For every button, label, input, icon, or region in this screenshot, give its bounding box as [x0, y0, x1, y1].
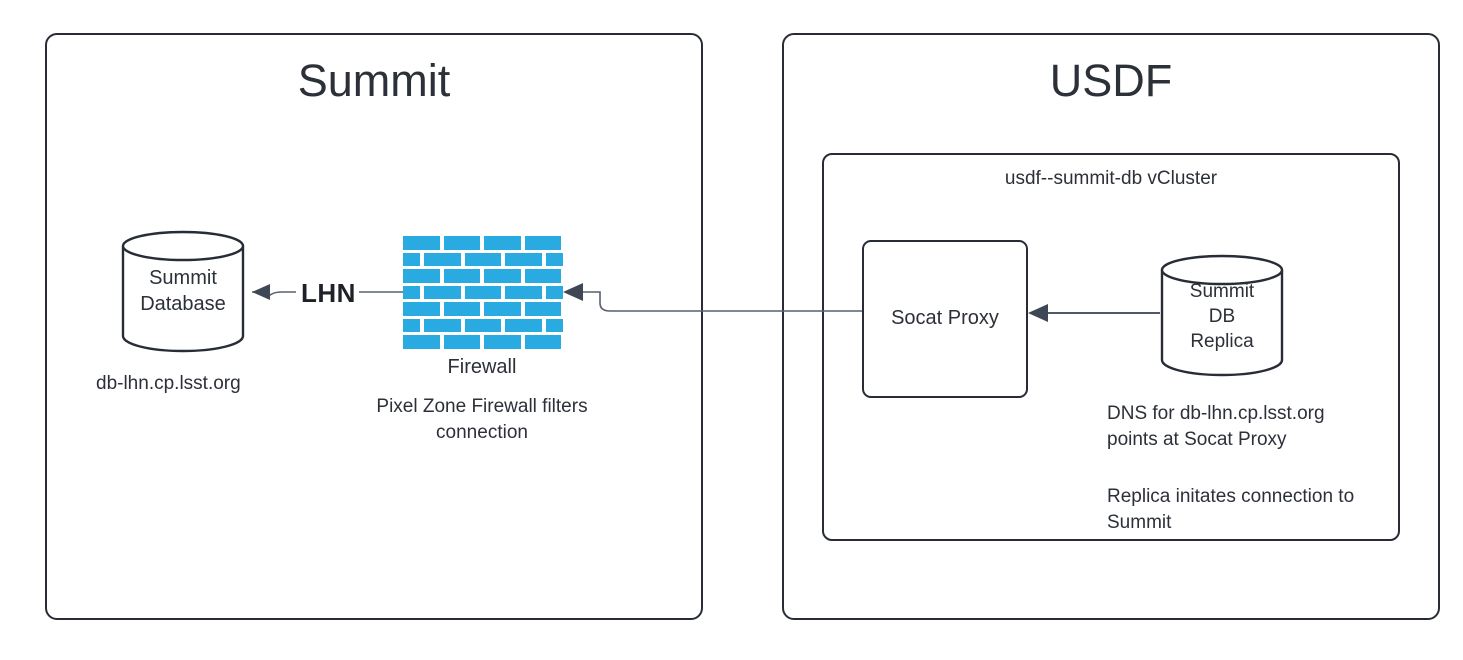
firewall-note-line2: connection: [436, 422, 528, 443]
firewall-brick: [484, 302, 521, 316]
firewall-brick: [464, 285, 502, 300]
dns-note-line1: DNS for db-lhn.cp.lsst.org: [1107, 403, 1325, 424]
firewall-brick-row: [403, 318, 563, 336]
firewall-brick: [505, 318, 542, 333]
zone-usdf-title: USDF: [1049, 55, 1173, 106]
firewall-label: Firewall: [447, 356, 517, 378]
summit-db-replica-cylinder[interactable]: Summit DB Replica: [1160, 254, 1284, 377]
firewall-brick: [484, 236, 521, 250]
firewall-note: Pixel Zone Firewall filters connection: [343, 394, 621, 446]
firewall-brick: [464, 252, 502, 267]
firewall-brick: [524, 236, 561, 250]
firewall-brick: [443, 269, 480, 283]
socat-proxy-box[interactable]: Socat Proxy: [862, 240, 1028, 398]
lhn-link-label: LHN: [298, 278, 359, 308]
firewall-brick-row: [403, 269, 561, 286]
firewall-brick: [443, 335, 480, 349]
firewall-note-line1: Pixel Zone Firewall filters: [376, 396, 588, 417]
replica-connection-note-line2: Summit: [1107, 512, 1172, 533]
firewall-brick-row: [403, 302, 561, 319]
firewall-brick: [403, 285, 421, 300]
socat-proxy-label: Socat Proxy: [891, 307, 999, 329]
firewall-brick: [524, 269, 561, 283]
firewall-brick: [403, 335, 440, 349]
dns-note-line2: points at Socat Proxy: [1107, 429, 1287, 450]
firewall-brick-row: [403, 335, 561, 352]
summit-database-cylinder[interactable]: Summit Database: [121, 230, 245, 353]
firewall-brick: [443, 302, 480, 316]
firewall-brick: [403, 236, 440, 250]
replica-connection-note: Replica initates connection to Summit: [1107, 484, 1401, 536]
replica-connection-note-line1: Replica initates connection to: [1107, 486, 1355, 507]
summit-database-hostname: db-lhn.cp.lsst.org: [96, 373, 241, 394]
firewall-brick: [424, 252, 461, 267]
firewall-brick: [424, 285, 461, 300]
database-cylinder-icon: [121, 230, 245, 353]
dns-note: DNS for db-lhn.cp.lsst.org points at Soc…: [1107, 401, 1397, 453]
vcluster-title: usdf--summit-db vCluster: [1004, 168, 1218, 189]
database-cylinder-icon: [1160, 254, 1284, 377]
firewall-brick-row: [403, 252, 563, 270]
firewall-brick: [403, 318, 421, 333]
firewall-brick: [403, 269, 440, 283]
firewall-brick: [545, 318, 563, 333]
firewall-brick: [424, 318, 461, 333]
firewall-brick: [505, 252, 542, 267]
firewall-brick: [545, 285, 563, 300]
firewall-brick: [443, 236, 480, 250]
firewall-brick: [524, 302, 561, 316]
firewall-brick: [464, 318, 502, 333]
firewall-brick: [505, 285, 542, 300]
firewall-brick: [524, 335, 561, 349]
firewall-brick-row: [403, 236, 561, 253]
zone-summit-title: Summit: [297, 55, 451, 106]
firewall-brick-row: [403, 285, 563, 303]
firewall-icon[interactable]: [403, 236, 563, 352]
firewall-brick: [403, 302, 440, 316]
firewall-brick: [403, 252, 421, 267]
firewall-brick: [484, 335, 521, 349]
firewall-brick: [545, 252, 563, 267]
firewall-brick: [484, 269, 521, 283]
